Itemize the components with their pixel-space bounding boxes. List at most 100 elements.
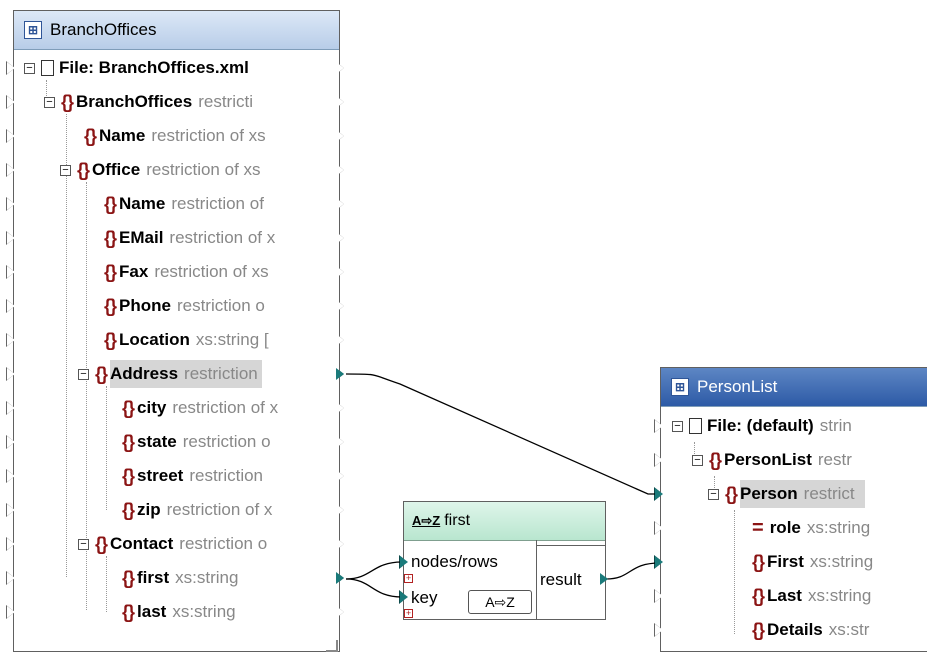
output-port[interactable] <box>335 163 344 177</box>
input-port[interactable] <box>6 537 15 551</box>
tree-row-first[interactable]: {} first xs:string <box>122 561 336 595</box>
tree-row-office-name[interactable]: {} Name restriction of <box>104 187 336 221</box>
tree-row-street[interactable]: {} street restriction <box>122 459 336 493</box>
tree-row-state[interactable]: {} state restriction o <box>122 425 336 459</box>
tree-row-name[interactable]: {} Name restriction of xs <box>84 119 336 153</box>
tree-row-address[interactable]: − {} Address restriction <box>78 357 336 391</box>
output-port[interactable] <box>335 61 344 75</box>
input-port[interactable] <box>654 589 663 603</box>
row-name: Fax <box>119 262 149 281</box>
collapse-icon[interactable]: − <box>78 538 89 550</box>
add-input-icon[interactable]: + <box>404 608 413 618</box>
tree-guide <box>714 476 715 496</box>
personlist-component[interactable]: ⊞ PersonList <box>660 367 927 652</box>
row-highlight: Address restriction <box>110 360 262 388</box>
output-port[interactable] <box>335 197 344 211</box>
tree-row-city[interactable]: {} city restriction of x <box>122 391 336 425</box>
collapse-icon[interactable]: − <box>672 420 683 432</box>
input-port[interactable] <box>6 265 15 279</box>
input-port[interactable] <box>6 129 15 143</box>
input-port[interactable] <box>6 571 15 585</box>
element-icon: {} <box>104 227 117 248</box>
output-port[interactable] <box>335 605 344 619</box>
input-port[interactable] <box>6 95 15 109</box>
output-port[interactable] <box>335 265 344 279</box>
tree-row-personlist[interactable]: − {} PersonList restr <box>692 443 927 477</box>
tree-row-phone[interactable]: {} Phone restriction o <box>104 289 336 323</box>
output-port[interactable] <box>335 401 344 415</box>
personlist-titlebar[interactable]: ⊞ PersonList <box>661 368 927 407</box>
tree-guide <box>106 556 107 612</box>
input-port-connected[interactable] <box>399 555 408 569</box>
input-port-connected[interactable] <box>654 555 663 569</box>
input-port[interactable] <box>6 163 15 177</box>
row-name: Contact <box>110 534 174 553</box>
output-port-connected[interactable] <box>599 572 608 586</box>
tree-row-first[interactable]: {} First xs:string <box>752 545 927 579</box>
input-port[interactable] <box>6 503 15 517</box>
resize-handle[interactable] <box>326 640 338 652</box>
collapse-icon[interactable]: − <box>44 96 55 108</box>
collapse-icon[interactable]: − <box>708 488 719 500</box>
input-port[interactable] <box>654 521 663 535</box>
tree-row-contact[interactable]: − {} Contact restriction o <box>78 527 336 561</box>
row-highlight: Person restrict <box>740 480 865 508</box>
connection-address-to-person <box>345 373 660 495</box>
tree-row-person[interactable]: − {} Person restrict <box>708 477 927 511</box>
tree-row-file[interactable]: − File: BranchOffices.xml <box>24 51 336 85</box>
input-port[interactable] <box>6 435 15 449</box>
tree-row-office[interactable]: − {} Office restriction of xs <box>60 153 336 187</box>
input-port[interactable] <box>6 61 15 75</box>
input-port[interactable] <box>6 197 15 211</box>
row-name: File: BranchOffices.xml <box>59 58 249 77</box>
input-port-connected[interactable] <box>654 487 663 501</box>
tree-row-branchoffices[interactable]: − {} BranchOffices restricti <box>44 85 336 119</box>
collapse-icon[interactable]: − <box>24 62 35 74</box>
collapse-icon[interactable]: − <box>60 164 71 176</box>
output-port[interactable] <box>335 231 344 245</box>
row-name: state <box>137 432 177 451</box>
output-port-connected[interactable] <box>335 367 344 381</box>
input-port[interactable] <box>654 419 663 433</box>
sort-order-button[interactable]: A⇨Z <box>468 590 532 614</box>
collapse-icon[interactable]: − <box>692 454 703 466</box>
tree-row-zip[interactable]: {} zip restriction of x <box>122 493 336 527</box>
output-port[interactable] <box>335 537 344 551</box>
input-port[interactable] <box>654 453 663 467</box>
branchoffices-component[interactable]: ⊞ BranchOffices <box>13 10 340 652</box>
output-port[interactable] <box>335 299 344 313</box>
input-port[interactable] <box>6 469 15 483</box>
output-port[interactable] <box>335 503 344 517</box>
tree-row-location[interactable]: {} Location xs:string [ <box>104 323 336 357</box>
row-name: Last <box>767 586 802 605</box>
output-port[interactable] <box>335 469 344 483</box>
output-port[interactable] <box>335 129 344 143</box>
function-titlebar[interactable]: A⇨Z first <box>404 502 605 541</box>
attribute-icon: = <box>752 516 764 539</box>
collapse-icon[interactable]: − <box>78 368 89 380</box>
row-name: Name <box>99 126 146 145</box>
tree-row-email[interactable]: {} EMail restriction of x <box>104 221 336 255</box>
tree-row-file[interactable]: − File: (default) strin <box>672 409 927 443</box>
input-port-connected[interactable] <box>399 590 408 604</box>
input-port[interactable] <box>6 367 15 381</box>
row-type: xs:string [ <box>195 330 269 349</box>
input-port[interactable] <box>6 299 15 313</box>
input-port[interactable] <box>654 623 663 637</box>
branchoffices-titlebar[interactable]: ⊞ BranchOffices <box>14 11 339 50</box>
add-input-icon[interactable]: + <box>404 573 413 583</box>
input-port[interactable] <box>6 231 15 245</box>
input-port[interactable] <box>6 605 15 619</box>
output-port[interactable] <box>335 333 344 347</box>
output-port-connected[interactable] <box>335 571 344 585</box>
output-port[interactable] <box>335 435 344 449</box>
tree-row-last[interactable]: {} Last xs:string <box>752 579 927 613</box>
tree-row-details[interactable]: {} Details xs:str <box>752 613 927 647</box>
tree-row-last[interactable]: {} last xs:string <box>122 595 336 629</box>
input-port[interactable] <box>6 333 15 347</box>
component-title: PersonList <box>697 377 778 396</box>
output-port[interactable] <box>335 95 344 109</box>
tree-row-role[interactable]: = role xs:string <box>752 511 927 545</box>
input-port[interactable] <box>6 401 15 415</box>
tree-row-fax[interactable]: {} Fax restriction of xs <box>104 255 336 289</box>
